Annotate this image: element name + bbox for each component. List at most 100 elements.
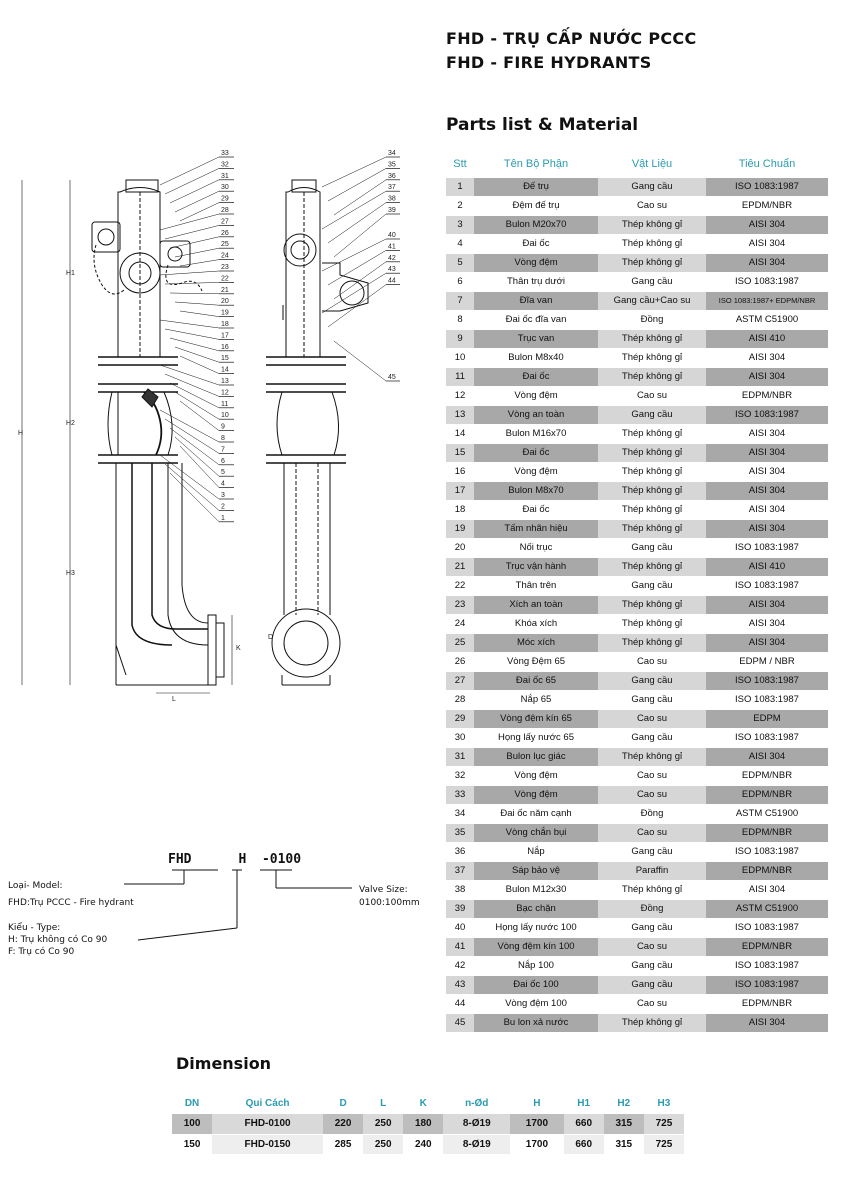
- dim-cell: 725: [643, 1134, 684, 1155]
- part-name: Đai ốc đĩa van: [474, 310, 598, 330]
- part-material: Gang cầu: [598, 671, 706, 691]
- dimension-letter: H3: [66, 570, 75, 577]
- part-material: Gang cầu: [598, 538, 706, 558]
- model-loai-label: Loại- Model:: [8, 881, 63, 891]
- part-name: Đệm đế trụ: [474, 196, 598, 216]
- dimension-heading: Dimension: [176, 1054, 272, 1073]
- part-material: Thép không gỉ: [598, 557, 706, 577]
- part-standard: AISI 304: [706, 253, 828, 273]
- part-material: Đồng: [598, 310, 706, 330]
- callout-label: 38: [388, 196, 396, 203]
- part-material: Cao su: [598, 652, 706, 672]
- left-view: [21, 179, 284, 694]
- callout-pointer: [169, 236, 220, 249]
- dim-col-header: L: [380, 1097, 387, 1109]
- callout-label: 43: [388, 266, 396, 273]
- callout-pointer: [159, 364, 220, 386]
- callout-label: 3: [221, 492, 225, 499]
- part-name: Đai ốc: [474, 234, 598, 254]
- part-standard: ISO 1083:1987: [706, 272, 828, 292]
- part-name: Vòng chắn bụi: [474, 823, 598, 843]
- callout-pointer: [174, 436, 220, 477]
- callout-pointer: [164, 463, 220, 511]
- part-standard: ISO 1083:1987: [706, 538, 828, 558]
- callout-label: 35: [388, 161, 396, 168]
- callout-label: 1: [221, 515, 225, 522]
- part-standard: EDPM / NBR: [706, 652, 828, 672]
- callout-label: 17: [221, 332, 229, 339]
- part-material: Thép không gỉ: [598, 462, 706, 482]
- callout-label: 5: [221, 469, 225, 476]
- callout-label: 11: [221, 401, 228, 408]
- part-material: Cao su: [598, 709, 706, 729]
- part-standard: AISI 304: [706, 595, 828, 615]
- part-name: Bulon M8x40: [474, 348, 598, 368]
- part-standard: AISI 304: [706, 880, 828, 900]
- part-number: 20: [446, 538, 474, 558]
- page-title-en: FHD - FIRE HYDRANTS: [446, 53, 652, 72]
- part-material: Gang cầu: [598, 405, 706, 425]
- callout-pointer: [179, 202, 220, 222]
- model-prefix: FHD: [168, 852, 192, 867]
- part-number: 35: [446, 823, 474, 843]
- part-standard: AISI 304: [706, 747, 828, 767]
- part-material: Gang cầu: [598, 956, 706, 976]
- part-number: 42: [446, 956, 474, 976]
- part-number: 36: [446, 842, 474, 862]
- callout-label: 34: [388, 150, 396, 157]
- part-material: Gang cầu: [598, 690, 706, 710]
- part-name: Bulon M16x70: [474, 424, 598, 444]
- part-name: Bulon M8x70: [474, 481, 598, 501]
- model-type: H: [238, 852, 247, 867]
- callout-pointer: [174, 190, 220, 213]
- page-title-vi: FHD - TRỤ CẤP NƯỚC PCCC: [446, 29, 697, 48]
- callout-pointer: [164, 168, 220, 195]
- callout-label: 6: [221, 458, 225, 465]
- part-number: 40: [446, 918, 474, 938]
- part-standard: ASTM C51900: [706, 804, 828, 824]
- callout-pointer: [321, 238, 387, 272]
- callout-label: 45: [388, 374, 396, 381]
- dim-cell: 100: [172, 1114, 213, 1135]
- callout-label: 30: [221, 184, 229, 191]
- callout-pointer: [174, 391, 220, 420]
- part-material: Paraffin: [598, 861, 706, 881]
- callout-label: 36: [388, 173, 396, 180]
- part-standard: AISI 304: [706, 1013, 828, 1033]
- part-number: 39: [446, 899, 474, 919]
- part-number: 11: [446, 367, 474, 387]
- part-standard: AISI 304: [706, 519, 828, 539]
- part-standard: ISO 1083:1987: [706, 956, 828, 976]
- part-name: Đai ốc: [474, 500, 598, 520]
- part-name: Đai ốc năm cạnh: [474, 804, 598, 824]
- callout-label: 8: [221, 435, 225, 442]
- part-name: Bu lon xả nước: [474, 1013, 598, 1033]
- part-material: Thép không gỉ: [598, 747, 706, 767]
- callout-label: 4: [221, 481, 225, 488]
- dim-cell: 8-Ø19: [443, 1114, 511, 1135]
- model-valve-value: 0100:100mm: [359, 898, 420, 908]
- part-number: 22: [446, 576, 474, 596]
- part-number: 1: [446, 178, 474, 197]
- part-standard: AISI 304: [706, 500, 828, 520]
- callout-pointer: [174, 247, 220, 258]
- callout-label: 13: [221, 378, 229, 385]
- part-standard: ISO 1083:1987+ EDPM/NBR: [706, 291, 828, 311]
- callout-pointer: [179, 259, 220, 267]
